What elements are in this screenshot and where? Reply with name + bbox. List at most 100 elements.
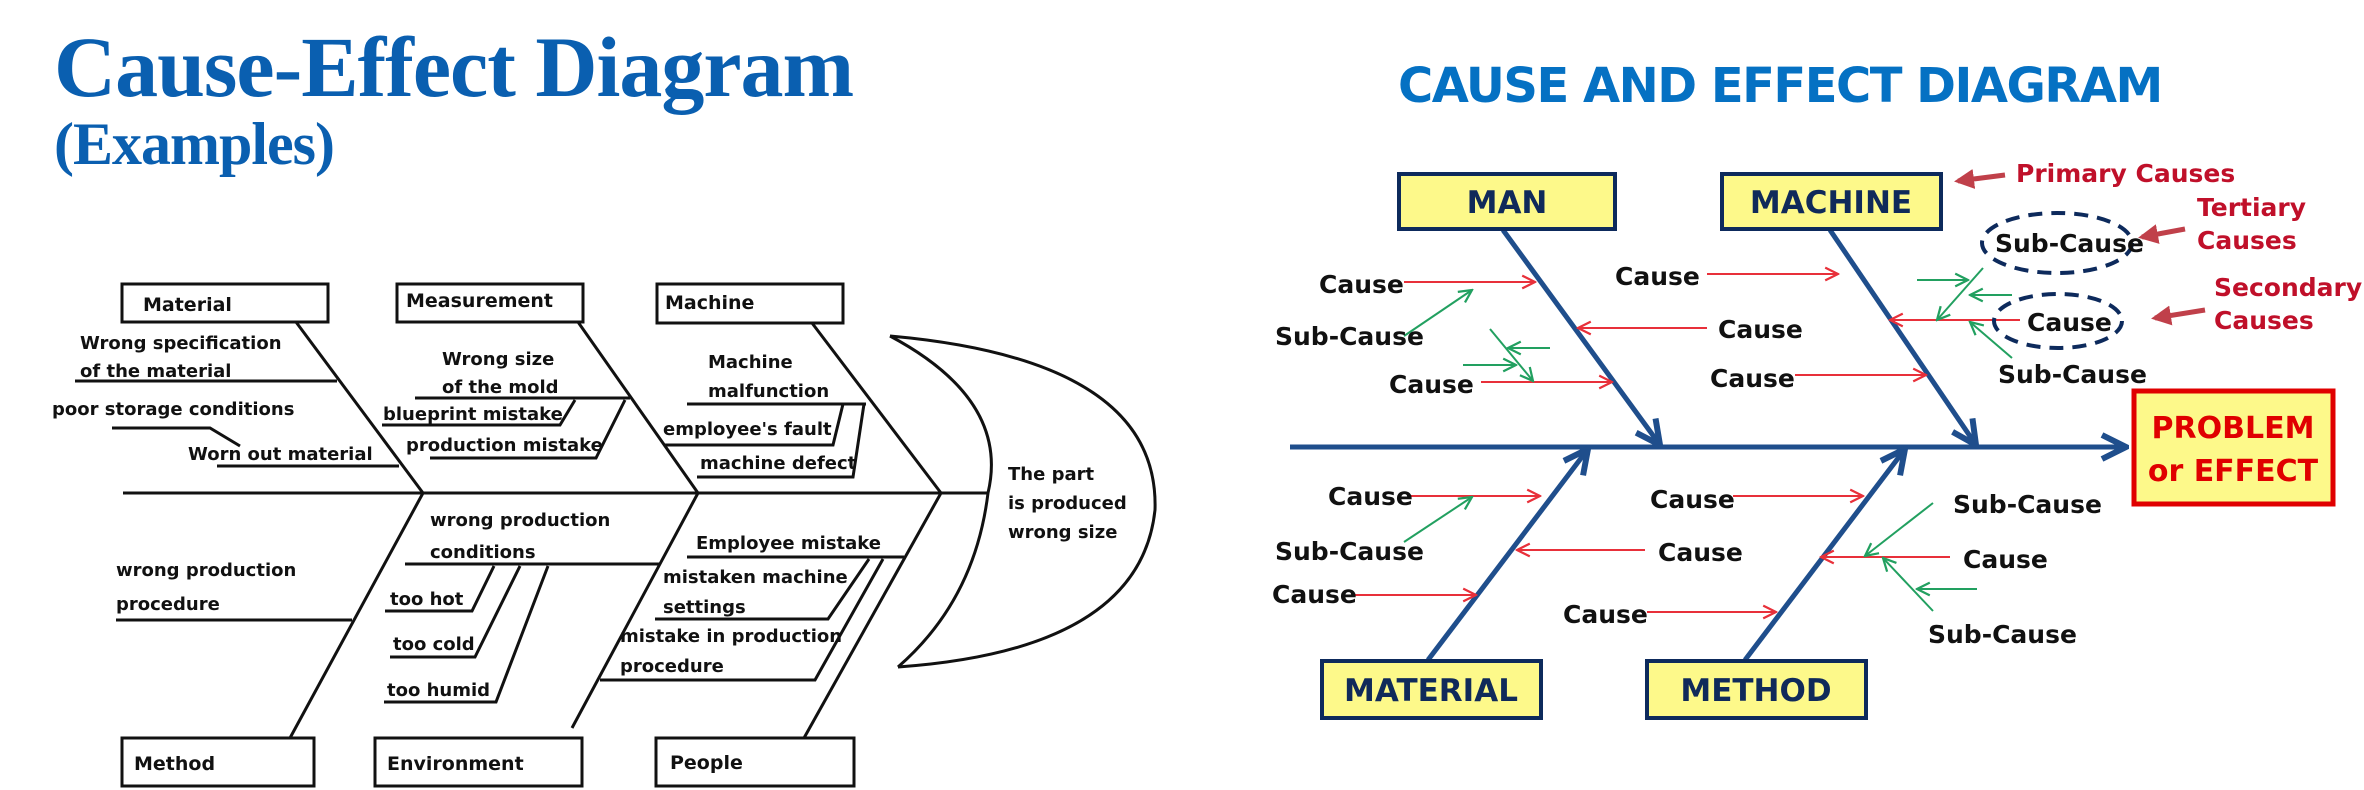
- category-box-method: [120, 736, 316, 788]
- cause-label: Cause: [1563, 600, 1648, 629]
- left-title: Cause-Effect Diagram: [54, 19, 854, 115]
- cause-label: Cause: [1615, 262, 1700, 291]
- fish-head-outer-arc: [889, 334, 1157, 669]
- cause-label: Cause: [1718, 315, 1803, 344]
- cause-text: malfunction: [708, 381, 829, 402]
- category-box-material: [120, 282, 330, 324]
- sub-cause-label: Sub-Cause: [1275, 537, 1424, 566]
- category-box-material: [1320, 659, 1543, 720]
- sub-cause-arrow: [1970, 322, 2013, 359]
- bone-material: [294, 321, 425, 494]
- cause-text: blueprint mistake: [383, 404, 563, 425]
- sub-cause-arrow: [1865, 502, 1934, 556]
- category-label-machine: Machine: [665, 292, 754, 314]
- cause-text: wrong production: [430, 510, 610, 531]
- effect-text: The part: [1008, 464, 1094, 485]
- category-box-environment: [373, 736, 584, 788]
- cause-text: conditions: [430, 542, 536, 563]
- cause-text: mistaken machine: [663, 567, 848, 588]
- cause-text: procedure: [116, 594, 220, 615]
- sub-cause-arrow: [1937, 267, 1984, 320]
- sub-cause-line: [384, 565, 550, 704]
- sub-cause-arrow: [1489, 328, 1533, 381]
- sub-cause-label: Sub-Cause: [1953, 490, 2102, 519]
- primary-annotation-arrow: [1954, 169, 2006, 189]
- category-label-material: MATERIAL: [1344, 673, 1518, 709]
- cause-label: Cause: [1710, 364, 1795, 393]
- cause-text: production mistake: [406, 435, 603, 456]
- cause-text: of the mold: [442, 377, 559, 398]
- cause-text: too cold: [393, 634, 475, 655]
- cause-text: Employee mistake: [696, 533, 881, 554]
- tertiary-ellipse: [1980, 211, 2134, 275]
- sub-cause-line: [600, 558, 885, 682]
- effect-box: [2131, 388, 2336, 507]
- tertiary-causes-label: Causes: [2197, 226, 2297, 255]
- cause-text: poor storage conditions: [52, 399, 294, 420]
- cause-label: Cause: [1389, 370, 1474, 399]
- cause-text: of the material: [80, 361, 231, 382]
- category-label-measurement: Measurement: [406, 290, 553, 312]
- secondary-causes-label: Causes: [2214, 306, 2314, 335]
- category-label-method: Method: [134, 753, 215, 775]
- category-label-method: METHOD: [1680, 673, 1831, 709]
- cause-label: Cause: [1658, 538, 1743, 567]
- category-box-people: [654, 736, 856, 788]
- effect-label: or EFFECT: [2148, 454, 2319, 489]
- bone-method: [1743, 449, 1905, 662]
- bone-machine: [1827, 228, 1976, 445]
- cause-label: Cause: [1272, 580, 1357, 609]
- category-box-measurement: [395, 282, 585, 324]
- sub-cause-line: [665, 403, 845, 447]
- bone-environment: [570, 492, 700, 729]
- category-box-machine: [655, 282, 845, 325]
- cause-label: Cause: [1328, 482, 1413, 511]
- cause-label: Cause: [2027, 308, 2112, 337]
- bone-method: [288, 492, 425, 739]
- cause-text: employee's fault: [663, 419, 832, 440]
- tertiary-causes-label: Tertiary: [2197, 193, 2306, 222]
- cause-text: Machine: [708, 352, 793, 373]
- category-label-material: Material: [143, 294, 232, 316]
- tertiary-annotation-arrow: [2138, 224, 2186, 244]
- secondary-annotation-arrow: [2151, 305, 2206, 326]
- sub-cause-label: Sub-Cause: [1995, 229, 2144, 258]
- sub-cause-label: Sub-Cause: [1998, 360, 2147, 389]
- cause-text: wrong production: [116, 560, 296, 581]
- sub-cause-line: [382, 399, 577, 427]
- sub-cause-line: [697, 403, 866, 479]
- effect-text: wrong size: [1008, 522, 1117, 543]
- secondary-ellipse: [1992, 292, 2124, 350]
- sub-cause-line: [390, 565, 522, 659]
- bone-machine: [810, 322, 943, 494]
- sub-cause-line: [430, 399, 627, 460]
- category-box-method: [1645, 659, 1868, 720]
- cause-line: [112, 426, 241, 448]
- cause-text: mistake in production: [620, 626, 842, 647]
- cause-text: Worn out material: [188, 444, 373, 465]
- sub-cause-label: Sub-Cause: [1928, 620, 2077, 649]
- cause-text: machine defect: [700, 453, 857, 474]
- cause-label: Cause: [1650, 485, 1735, 514]
- bone-measurement: [576, 321, 700, 494]
- sub-cause-arrow: [1403, 290, 1472, 337]
- effect-text: is produced: [1008, 493, 1127, 514]
- left-subtitle: (Examples): [54, 111, 335, 177]
- bone-people: [802, 492, 943, 739]
- cause-text: Wrong specification: [80, 333, 282, 354]
- sub-cause-label: Sub-Cause: [1275, 322, 1424, 351]
- sub-cause-line: [655, 558, 871, 621]
- bone-material: [1426, 449, 1588, 662]
- effect-label: PROBLEM: [2152, 411, 2315, 446]
- category-label-people: People: [670, 752, 743, 774]
- category-box-man: [1397, 172, 1617, 231]
- cause-label: Cause: [1963, 545, 2048, 574]
- secondary-causes-label: Secondary: [2214, 273, 2362, 302]
- sub-cause-line: [385, 565, 496, 613]
- category-label-machine: MACHINE: [1750, 185, 1912, 221]
- bone-man: [1500, 228, 1660, 445]
- cause-text: Wrong size: [442, 349, 554, 370]
- fish-head-inner-arc: [889, 334, 993, 669]
